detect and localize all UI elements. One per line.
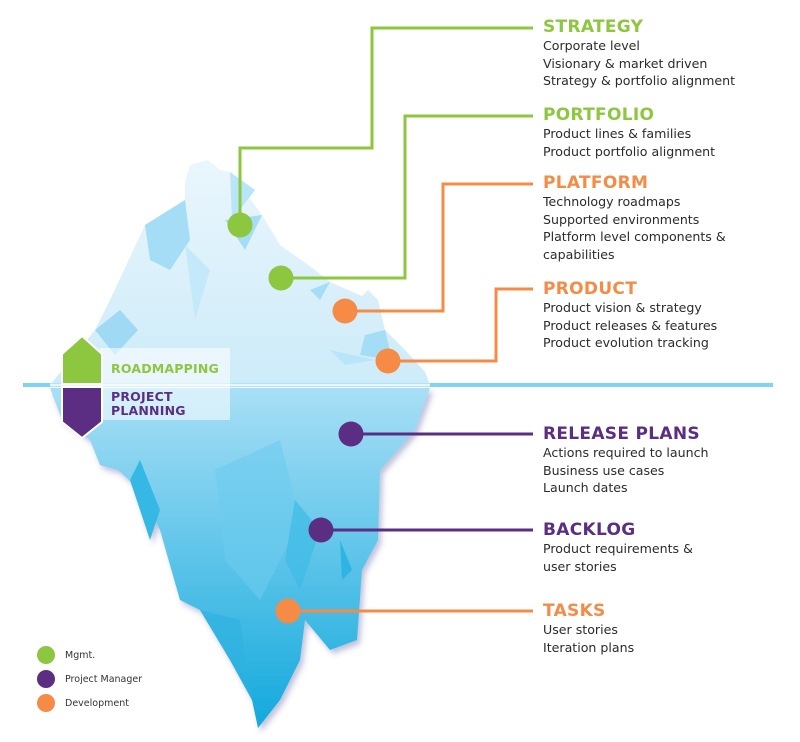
release-plans-marker [338,421,364,447]
section-line: Product portfolio alignment [543,143,716,159]
section-line: Actions required to launch [543,445,709,460]
legend-item-mgmt: Mgmt. [37,643,142,667]
legend-label: Development [65,697,129,709]
section-line: Product lines & families [543,126,692,141]
section-line: Supported environments [543,211,700,227]
purple-circle-icon [37,670,55,688]
section-title: PLATFORM [543,173,649,193]
section-line: Product evolution tracking [543,335,709,350]
section-line: user stories [543,558,617,574]
section-line: User stories [543,622,618,637]
section-title: TASKS [543,601,606,621]
legend-label: Mgmt. [65,649,96,661]
section-title: STRATEGY [543,17,644,37]
legend-label: Project Manager [65,673,143,685]
strategy-connector [238,26,533,225]
section-line: Product requirements & [543,541,693,556]
section-line: Launch dates [543,480,628,495]
section-line: Corporate level [543,38,640,53]
section-title: PRODUCT [543,279,638,299]
strategy-marker [227,212,253,238]
backlog-marker [308,517,334,543]
section-tasks: TASKS User stories Iteration plans [543,601,634,656]
section-strategy: STRATEGY Corporate level Visionary & mar… [543,17,735,90]
project-planning-tag: PROJECT PLANNING [111,390,186,418]
tasks-marker [275,598,301,624]
platform-connector [345,182,533,313]
section-line: capabilities [543,246,615,262]
iceberg-tip [50,160,430,385]
section-line: Business use cases [543,462,665,478]
section-line: Iteration plans [543,639,635,655]
section-product: PRODUCT Product vision & strategy Produc… [543,279,717,352]
portfolio-marker [268,265,294,291]
product-connector [388,287,533,363]
iceberg-base [50,388,430,728]
section-portfolio: PORTFOLIO Product lines & families Produ… [543,105,715,160]
project-planning-line-2: PLANNING [111,403,186,418]
green-circle-icon [37,646,55,664]
section-line: Technology roadmaps [543,194,681,209]
section-line: Product releases & features [543,317,718,333]
section-line: Strategy & portfolio alignment [543,73,736,88]
section-line: Visionary & market driven [543,55,708,71]
section-backlog: BACKLOG Product requirements & user stor… [543,520,693,575]
legend-item-project-manager: Project Manager [37,667,142,691]
platform-marker [332,298,358,324]
product-marker [375,348,401,374]
section-title: RELEASE PLANS [543,424,700,444]
section-line: Platform level components & [543,229,726,244]
section-title: PORTFOLIO [543,105,655,125]
connectors [238,26,533,613]
project-planning-line-1: PROJECT [111,389,173,404]
orange-circle-icon [37,694,55,712]
legend-item-development: Development [37,691,142,715]
roadmapping-tag: ROADMAPPING [111,361,219,376]
legend: Mgmt. Project Manager Development [37,643,142,715]
section-title: BACKLOG [543,520,636,540]
hexagon-badge [61,334,103,440]
section-platform: PLATFORM Technology roadmaps Supported e… [543,173,726,263]
section-release-plans: RELEASE PLANS Actions required to launch… [543,424,709,497]
section-line: Product vision & strategy [543,300,702,315]
portfolio-connector [281,114,533,280]
